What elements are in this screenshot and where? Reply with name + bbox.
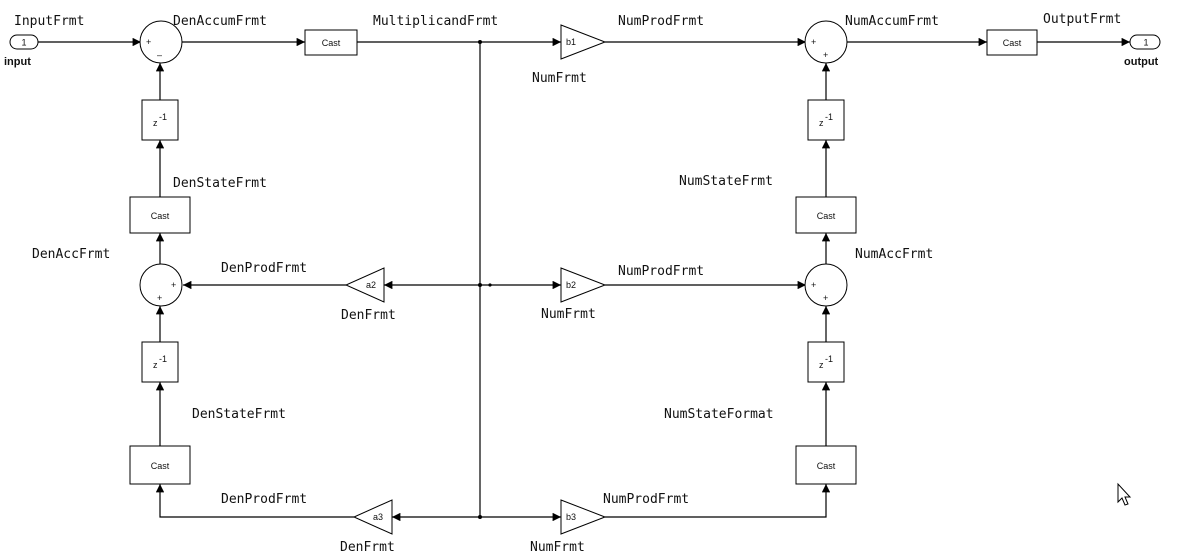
cast-block-den-state-2[interactable]: Cast xyxy=(129,445,191,485)
label-input-frmt: InputFrmt xyxy=(14,14,84,29)
gain-block-b3[interactable]: b3 xyxy=(560,499,607,535)
delay-block-num-1[interactable]: z -1 xyxy=(807,99,845,141)
wire-b3-to-cast6 xyxy=(605,484,831,518)
gain-block-b1[interactable]: b1 xyxy=(560,24,607,60)
output-port-label: output xyxy=(1124,56,1159,68)
cast-block-output[interactable]: Cast xyxy=(986,29,1038,56)
gain-block-a3[interactable]: a3 xyxy=(352,499,393,535)
gain-label: b1 xyxy=(566,37,576,47)
sum-block-num-mid[interactable]: + + xyxy=(804,263,848,307)
input-port-number: 1 xyxy=(21,38,26,48)
label-den-frmt-a2: DenFrmt xyxy=(341,308,396,323)
sign-plus: + xyxy=(171,280,176,290)
delay-z: z xyxy=(819,118,824,128)
gain-label: b2 xyxy=(566,280,576,290)
sum-block-den-mid[interactable]: + + xyxy=(139,263,183,307)
branch-point-bottom xyxy=(478,515,482,519)
cast-block-num-state-2[interactable]: Cast xyxy=(795,445,857,485)
delay-exponent: -1 xyxy=(825,354,833,364)
input-port-label: input xyxy=(4,56,31,68)
label-num-acc-frmt: NumAccFrmt xyxy=(855,247,933,262)
gain-block-b2[interactable]: b2 xyxy=(560,267,607,303)
label-den-acc-frmt: DenAccFrmt xyxy=(32,247,110,262)
label-num-frmt-b3: NumFrmt xyxy=(530,540,585,555)
cast-block-label: Cast xyxy=(817,211,836,221)
branch-point-mid-2 xyxy=(488,283,492,287)
sign-plus: + xyxy=(811,280,816,290)
delay-exponent: -1 xyxy=(159,112,167,122)
label-num-state-format-2: NumStateFormat xyxy=(664,407,774,422)
delay-block-den-2[interactable]: z -1 xyxy=(141,341,179,383)
cast-block-label: Cast xyxy=(151,211,170,221)
sign-plus: + xyxy=(823,293,828,303)
output-port-number: 1 xyxy=(1143,38,1148,48)
input-port[interactable]: 1 xyxy=(9,34,39,50)
cast-block-label: Cast xyxy=(151,461,170,471)
label-num-prod-frmt-top: NumProdFrmt xyxy=(618,14,704,29)
sign-plus: + xyxy=(146,37,151,47)
label-den-accum-frmt: DenAccumFrmt xyxy=(173,14,267,29)
cast-block-label: Cast xyxy=(817,461,836,471)
label-num-prod-frmt-bot: NumProdFrmt xyxy=(603,492,689,507)
label-den-state-frmt-2: DenStateFrmt xyxy=(192,407,286,422)
gain-block-a2[interactable]: a2 xyxy=(344,267,385,303)
delay-z: z xyxy=(153,118,158,128)
sign-plus: + xyxy=(157,293,162,303)
sign-plus: + xyxy=(823,50,828,60)
label-num-state-frmt-1: NumStateFrmt xyxy=(679,174,773,189)
label-num-frmt-b1: NumFrmt xyxy=(532,71,587,86)
delay-exponent: -1 xyxy=(825,112,833,122)
gain-label: b3 xyxy=(566,512,576,522)
label-den-frmt-a3: DenFrmt xyxy=(340,540,395,555)
label-den-prod-frmt-mid: DenProdFrmt xyxy=(221,261,307,276)
cast-block-num-state-1[interactable]: Cast xyxy=(795,196,857,234)
cast-block-label: Cast xyxy=(1003,38,1022,48)
output-port[interactable]: 1 xyxy=(1129,34,1161,50)
sum-block-num-top[interactable]: + + xyxy=(804,20,848,64)
sign-minus: – xyxy=(157,50,162,60)
label-den-prod-frmt-bot: DenProdFrmt xyxy=(221,492,307,507)
sign-plus: + xyxy=(811,37,816,47)
branch-point-top xyxy=(478,40,482,44)
label-num-accum-frmt: NumAccumFrmt xyxy=(845,14,939,29)
delay-exponent: -1 xyxy=(159,354,167,364)
label-output-frmt: OutputFrmt xyxy=(1043,12,1121,27)
delay-block-den-1[interactable]: z -1 xyxy=(141,99,179,141)
delay-z: z xyxy=(819,360,824,370)
delay-z: z xyxy=(153,360,158,370)
mouse-pointer-icon xyxy=(1117,482,1132,506)
branch-point-mid xyxy=(478,283,482,287)
cast-block-den-output[interactable]: Cast xyxy=(304,29,358,56)
cast-block-den-state-1[interactable]: Cast xyxy=(129,196,191,234)
cast-block-label: Cast xyxy=(322,38,341,48)
gain-label: a3 xyxy=(373,512,383,522)
label-multiplicand-frmt: MultiplicandFrmt xyxy=(373,14,498,29)
wire-a3-to-cast3 xyxy=(155,484,354,518)
label-num-prod-frmt-mid: NumProdFrmt xyxy=(618,264,704,279)
delay-block-num-2[interactable]: z -1 xyxy=(807,341,845,383)
label-num-frmt-b2: NumFrmt xyxy=(541,307,596,322)
label-den-state-frmt-1: DenStateFrmt xyxy=(173,176,267,191)
sum-block-den-top[interactable]: + – xyxy=(139,20,183,64)
gain-label: a2 xyxy=(366,280,376,290)
